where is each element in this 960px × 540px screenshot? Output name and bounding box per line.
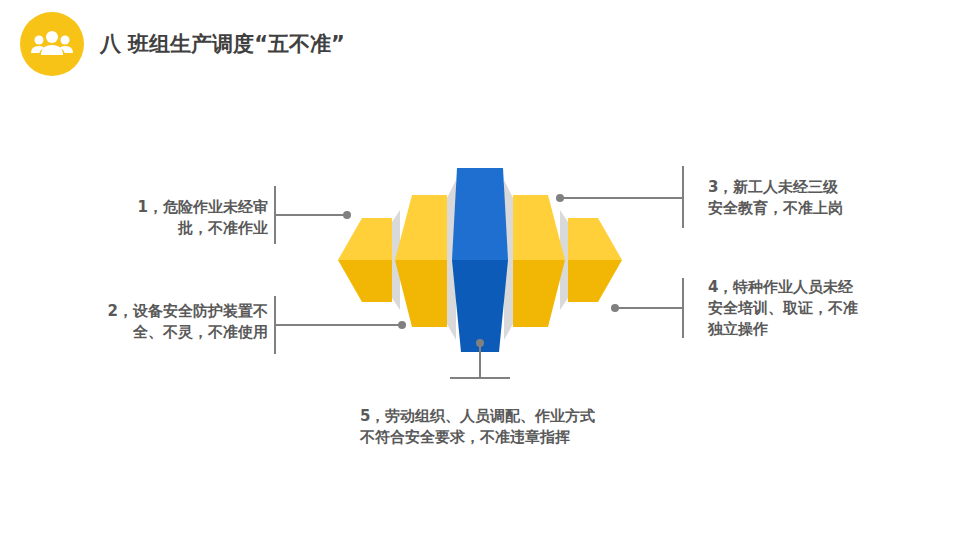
slide-title: 八 班组生产调度“五不准” [100, 30, 345, 58]
callout-text: 4，特种作业人员未经安全培训、取证，不准独立操作 [708, 277, 858, 340]
leader-lines [275, 166, 683, 378]
callout-text: 3，新工人未经三级安全教育，不准上岗 [708, 177, 848, 219]
people-icon [31, 31, 73, 55]
leader-dots [343, 194, 619, 347]
callout-text: 2，设备安全防护装置不全、不灵，不准使用 [82, 301, 268, 343]
callout-text: 5，劳动组织、人员调配、作业方式不符合安全要求，不准违章指挥 [360, 406, 610, 448]
callout-text: 1，危险作业未经审批，不准作业 [112, 197, 268, 239]
header-icon [20, 12, 84, 76]
